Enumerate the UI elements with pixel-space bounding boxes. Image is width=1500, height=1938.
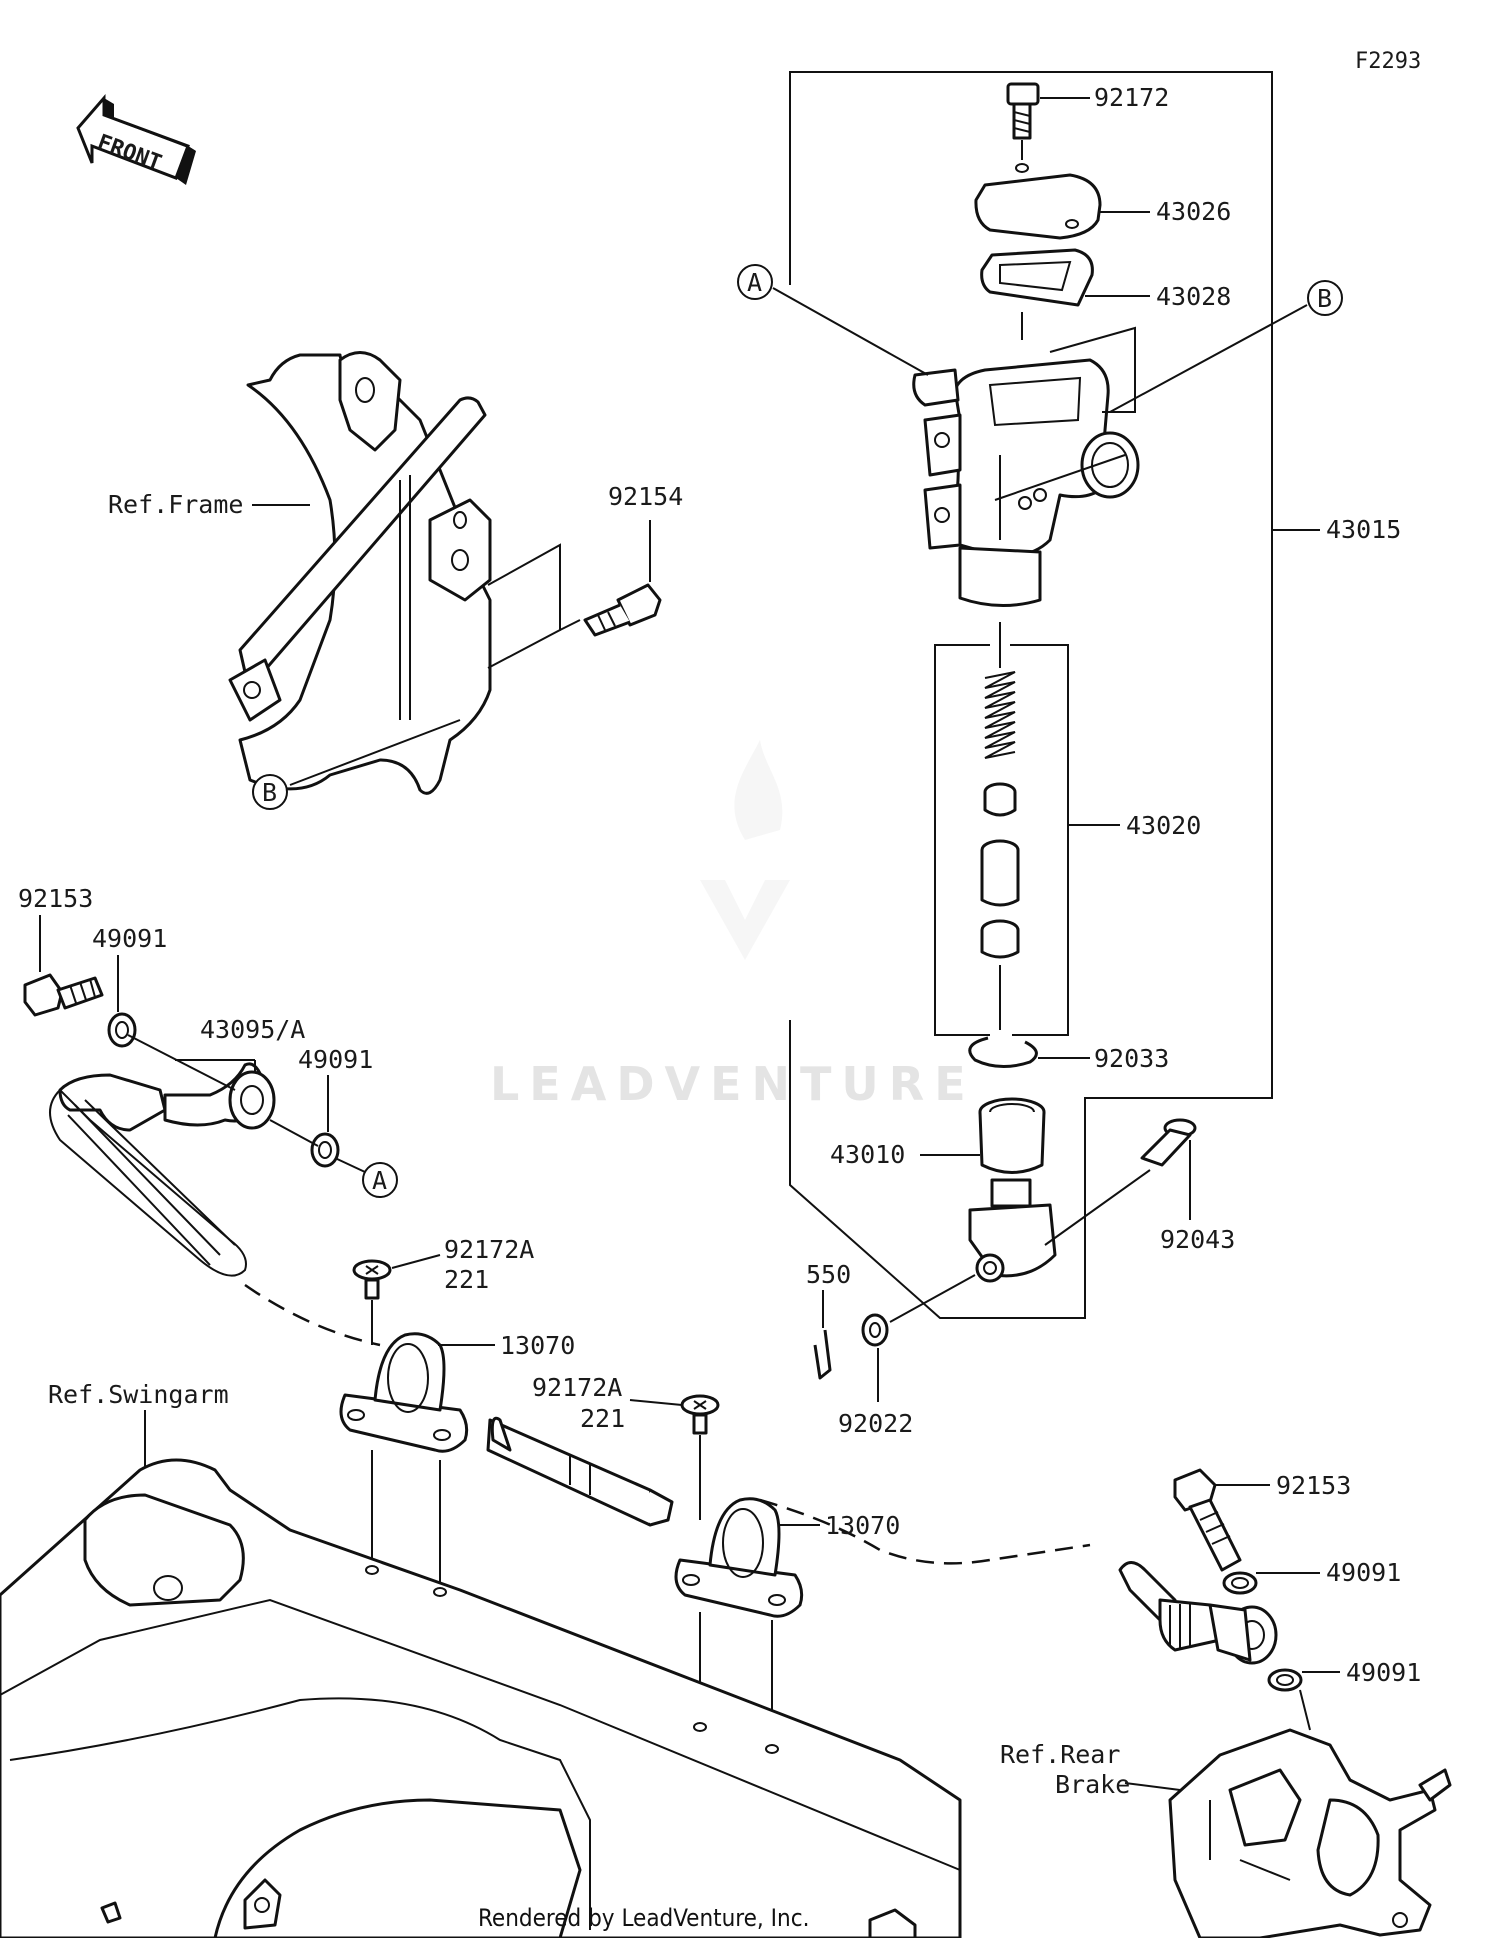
- hose-route-left: [244, 1283, 381, 1347]
- piston-cup: [983, 782, 1017, 817]
- banjo-bolt-92153-left: [23, 973, 104, 1017]
- ref-frame-label: Ref.Frame: [108, 490, 243, 519]
- callout-49091-a: 49091: [92, 924, 167, 953]
- callout-43015: 43015: [1326, 515, 1401, 544]
- callout-43095: 43095/A: [200, 1015, 305, 1044]
- screw-92172A-left: [352, 1259, 392, 1300]
- bolt-92172: [1006, 82, 1040, 140]
- washer-92022: [861, 1313, 889, 1347]
- bolt-92154: [583, 583, 662, 637]
- holder-13070-right: [674, 1497, 804, 1618]
- callout-13070-right: 13070: [825, 1511, 900, 1540]
- callout-43020: 43020: [1126, 811, 1201, 840]
- hose-sleeve: [486, 1416, 674, 1527]
- callout-49091-b: 49091: [298, 1045, 373, 1074]
- callout-a-lower: A: [372, 1166, 387, 1195]
- rear-brake-reference: [1168, 1728, 1452, 1938]
- front-arrow-icon: FRONT: [76, 93, 196, 185]
- ref-bubble-a-lower: [362, 1162, 398, 1198]
- pin-92043: [1140, 1118, 1197, 1167]
- callout-92022: 92022: [838, 1409, 913, 1438]
- circlip-92033: [968, 1036, 1038, 1068]
- frame-reference: [228, 351, 492, 795]
- washer-49091-d: [1267, 1668, 1303, 1692]
- cotter-pin-550: [813, 1329, 832, 1380]
- callout-49091-d: 49091: [1346, 1658, 1421, 1687]
- callout-92172A-right: 92172A: [532, 1373, 622, 1402]
- footer-credit: Rendered by LeadVenture, Inc.: [478, 1904, 809, 1932]
- washer-49091-b: [310, 1132, 340, 1168]
- ref-swingarm-label: Ref.Swingarm: [48, 1380, 229, 1409]
- hose-route-right: [759, 1498, 1091, 1565]
- callout-43010: 43010: [830, 1140, 905, 1169]
- holder-13070-left: [339, 1332, 469, 1453]
- diaphragm-43028: [980, 248, 1094, 307]
- ref-bubble-a-top: [737, 264, 773, 300]
- callout-92172: 92172: [1094, 83, 1169, 112]
- spring: [984, 671, 1016, 759]
- banjo-bolt-92153-right: [1173, 1468, 1242, 1572]
- callout-b-top: B: [1317, 284, 1332, 313]
- callout-92153-right: 92153: [1276, 1471, 1351, 1500]
- ref-bubble-b-top: [1307, 280, 1343, 316]
- reservoir-cap-43026: [974, 163, 1102, 240]
- swingarm-reference: [0, 1458, 962, 1938]
- callout-550: 550: [806, 1260, 851, 1289]
- ref-bubble-b-lower: [252, 774, 288, 810]
- callout-43028: 43028: [1156, 282, 1231, 311]
- callout-43026: 43026: [1156, 197, 1231, 226]
- master-cylinder-body: [912, 358, 1140, 607]
- callout-13070-left: 13070: [500, 1331, 575, 1360]
- ref-rear-brake-label-2: Brake: [1055, 1770, 1130, 1799]
- callout-a-top: A: [747, 268, 762, 297]
- callout-92043: 92043: [1160, 1225, 1235, 1254]
- callout-92153-left: 92153: [18, 884, 93, 913]
- washer-49091-a: [107, 1012, 137, 1048]
- callout-49091-c: 49091: [1326, 1558, 1401, 1587]
- ref-rear-brake-label-1: Ref.Rear: [1000, 1740, 1120, 1769]
- callout-221-right: 221: [580, 1404, 625, 1433]
- callout-b-lower: B: [262, 778, 277, 807]
- screw-92172A-right: [680, 1394, 720, 1435]
- group-bracket-43015: [789, 71, 1273, 1319]
- callout-221-left: 221: [444, 1265, 489, 1294]
- piston: [980, 839, 1020, 907]
- callout-92033: 92033: [1094, 1044, 1169, 1073]
- watermark-text: LEADVENTURE: [490, 1057, 976, 1111]
- washer-49091-c: [1222, 1571, 1258, 1595]
- callout-92154: 92154: [608, 482, 683, 511]
- diagram-code: F2293: [1355, 49, 1421, 74]
- brake-hose-43095: [49, 1062, 276, 1277]
- seal: [980, 919, 1020, 959]
- watermark-logo: [700, 740, 790, 960]
- callout-92172A-left: 92172A: [444, 1235, 534, 1264]
- push-rod-43010: [968, 1097, 1057, 1283]
- brake-hose-right-end: [1118, 1561, 1278, 1665]
